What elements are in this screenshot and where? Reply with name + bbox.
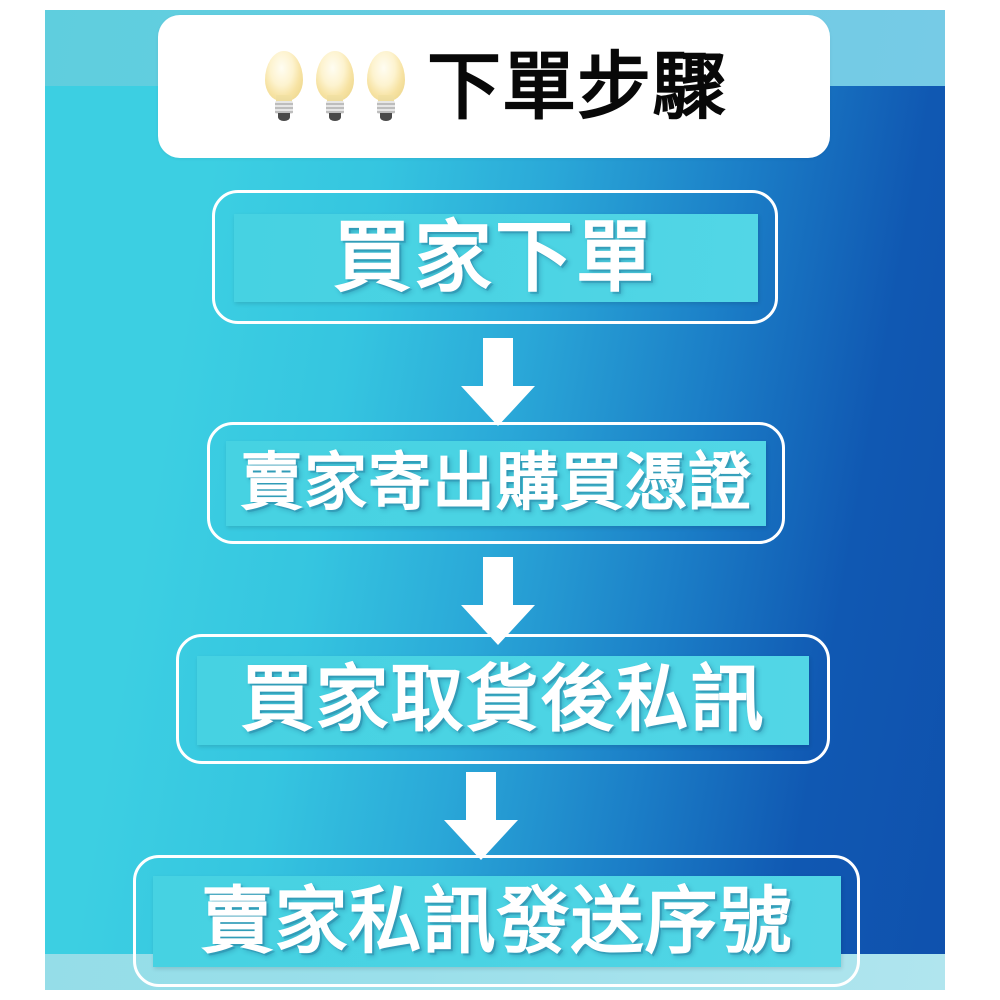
page-title: 下單步驟	[427, 44, 727, 128]
flow-step-3-label: 買家取貨後私訊	[240, 658, 766, 740]
lightbulb-icon	[261, 50, 307, 123]
flow-step-1-label: 買家下單	[332, 213, 657, 301]
lightbulb-icon	[312, 50, 358, 123]
flow-step-3: 買家取貨後私訊	[176, 634, 830, 764]
flow-step-4: 賣家私訊發送序號	[133, 855, 860, 987]
flow-step-1-fill	[234, 214, 758, 302]
flow-step-2-label: 賣家寄出購買憑證	[240, 447, 752, 518]
flow-step-3-fill	[197, 656, 809, 745]
flow-step-2-fill	[226, 441, 766, 526]
header-card: 下單步驟	[158, 15, 830, 158]
arrow-down-icon	[442, 772, 520, 860]
flow-step-4-fill	[153, 876, 841, 967]
lightbulb-icon	[363, 50, 409, 123]
lightbulb-group	[261, 50, 409, 123]
arrow-down-icon	[459, 338, 537, 426]
arrow-down-icon	[459, 557, 537, 645]
flow-step-2: 賣家寄出購買憑證	[207, 422, 785, 544]
flow-step-1: 買家下單	[212, 190, 778, 324]
flow-step-4-label: 賣家私訊發送序號	[200, 880, 793, 962]
